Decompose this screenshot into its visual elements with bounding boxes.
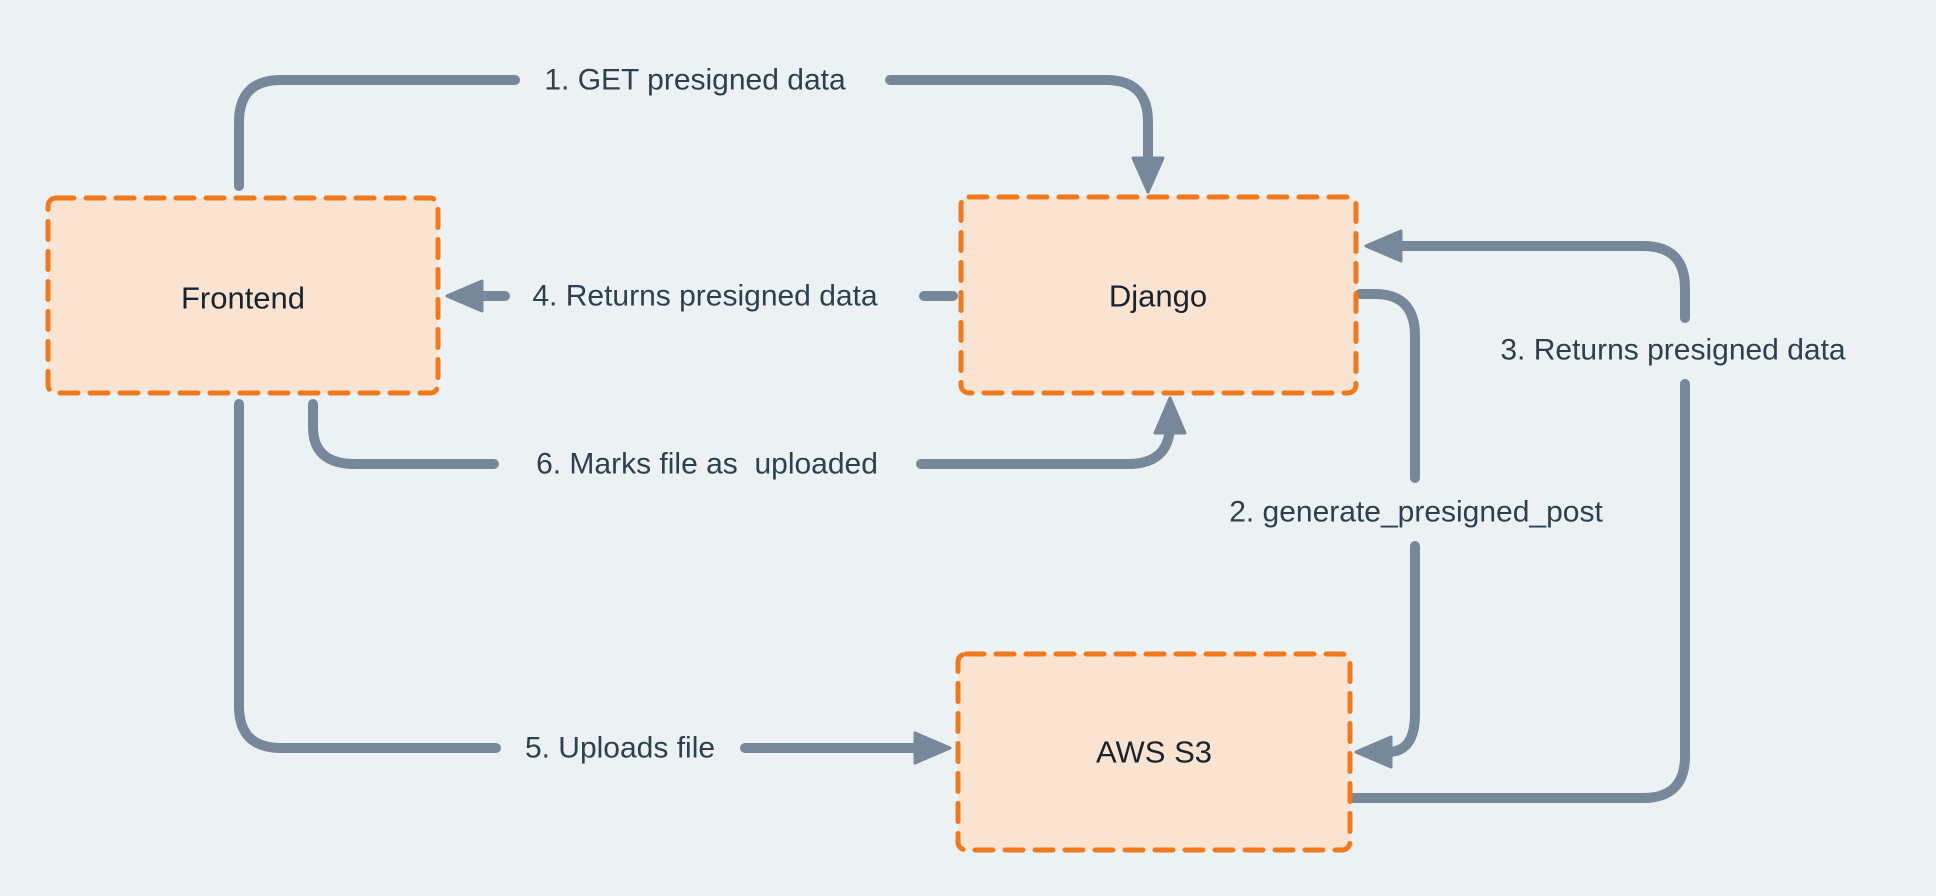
edge-6-arrowhead-up-icon [1153, 396, 1187, 435]
frontend-box [45, 195, 441, 396]
edge-1-label: 1. GET presigned data [544, 64, 846, 97]
edge-3-line-top [1396, 241, 1690, 323]
edge-5-label: 5. Uploads file [525, 732, 715, 765]
edge-1-get-presigned-data: 1. GET presigned data [234, 64, 1165, 194]
edge-3-line-bottom [1347, 379, 1690, 803]
edge-5-uploads-file: 5. Uploads file [234, 399, 952, 765]
edge-1-arrowhead-down-icon [1131, 156, 1165, 194]
edge-2-generate-presigned-post: 2. generate_presigned_post [1229, 289, 1603, 769]
node-django: Django [958, 194, 1359, 396]
edge-4-returns-presigned-data: 4. Returns presigned data [445, 279, 958, 313]
edge-2-line-top [1355, 289, 1420, 483]
edge-3-label: 3. Returns presigned data [1500, 334, 1846, 367]
node-aws-s3: AWS S3 [955, 651, 1353, 853]
django-label: Django [1109, 279, 1207, 314]
django-box [958, 194, 1359, 396]
edge-3-returns-presigned-data: 3. Returns presigned data [1347, 229, 1846, 803]
edge-6-label: 6. Marks file as uploaded [536, 448, 878, 481]
aws-s3-label: AWS S3 [1096, 735, 1212, 770]
frontend-label: Frontend [181, 281, 305, 316]
edge-3-arrowhead-left-icon [1364, 229, 1403, 263]
edge-2-label: 2. generate_presigned_post [1229, 496, 1603, 529]
edge-5-arrowhead-right-icon [913, 731, 952, 765]
edge-6-line-right [916, 419, 1175, 469]
edge-2-line-bottom [1383, 541, 1420, 757]
edge-6-line-left [308, 399, 499, 469]
node-frontend: Frontend [45, 195, 441, 396]
edge-2-arrowhead-left-icon [1354, 735, 1393, 769]
edge-1-line-right [885, 75, 1153, 161]
edge-1-line-left [234, 75, 520, 191]
edge-4-label: 4. Returns presigned data [532, 280, 878, 313]
edge-4-arrowhead-left-icon [445, 279, 484, 313]
edge-5-line-left [234, 399, 501, 753]
edge-6-marks-file-uploaded: 6. Marks file as uploaded [308, 396, 1187, 481]
aws-s3-box [955, 651, 1353, 853]
